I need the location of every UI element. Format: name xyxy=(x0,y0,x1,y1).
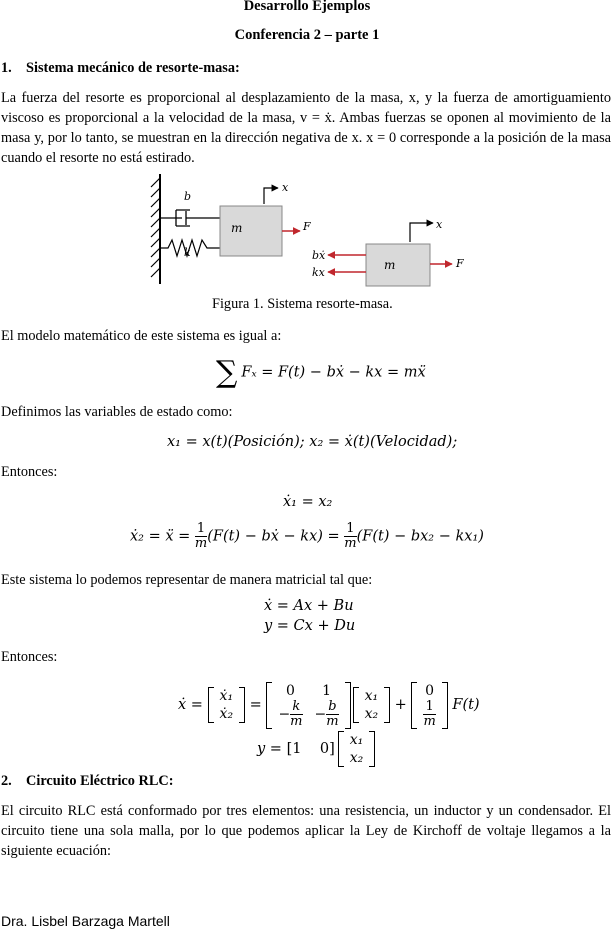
figure-caption: Figura 1. Sistema resorte-masa. xyxy=(212,296,393,312)
equation-sum-forces-text: Fₓ = F(t) − bẋ − kx = mẍ xyxy=(241,364,426,381)
paragraph-rlc: El circuito RLC está conformado por tres… xyxy=(1,803,611,859)
spring xyxy=(160,237,220,259)
equation-x1-dot: ẋ₁ = x₂ xyxy=(283,494,333,510)
mass-label: m xyxy=(231,221,242,235)
document-title: Desarrollo Ejemplos xyxy=(243,0,371,14)
equation-sum-forces: ∑ Fₓ = F(t) − bẋ − kx = mẍ xyxy=(216,355,426,390)
free-body-mass-label: m xyxy=(384,258,395,272)
spring-mass-figure: b k m x F m x bẋ kx F xyxy=(150,174,464,287)
text-state-vars: Definimos las variables de estado como: xyxy=(1,404,233,420)
footer-author: Dra. Lisbel Barzaga Martell xyxy=(1,913,170,929)
free-body-force-label: F xyxy=(455,257,464,270)
section-1-heading: 1. Sistema mecánico de resorte-masa: xyxy=(1,60,240,76)
wall xyxy=(150,174,161,284)
text-then-2: Entonces: xyxy=(1,649,58,665)
free-body-mass xyxy=(365,243,431,287)
spring-label: k xyxy=(184,246,191,259)
free-body-x-arrow xyxy=(409,219,434,242)
summation-symbol: ∑ xyxy=(216,355,238,390)
mass-block xyxy=(219,205,283,257)
equation-state-space-2: y = Cx + Du xyxy=(264,618,356,634)
x-axis-arrow xyxy=(263,184,279,204)
x-label: x xyxy=(282,181,289,194)
equation-state-space-1: ẋ = Ax + Bu xyxy=(264,598,354,614)
paragraph-spring-mass: La fuerza del resorte es proporcional al… xyxy=(1,90,611,166)
force-label: F xyxy=(302,220,311,233)
document-subtitle: Conferencia 2 – parte 1 xyxy=(234,27,380,43)
equation-state-vars: x₁ = x(t)(Posición); x₂ = ẋ(t)(Velocidad… xyxy=(167,434,458,450)
text-matrix-intro: Este sistema lo podemos representar de m… xyxy=(1,572,373,588)
free-body-x-label: x xyxy=(436,218,443,231)
section-2-heading: 2. Circuito Eléctrico RLC: xyxy=(1,773,174,789)
damper-label: b xyxy=(184,190,191,203)
spring-force-label: kx xyxy=(312,266,326,279)
damper xyxy=(160,209,220,227)
text-then-1: Entonces: xyxy=(1,464,58,480)
damping-force-label: bẋ xyxy=(312,249,326,262)
text-model-intro: El modelo matemático de este sistema es … xyxy=(1,328,282,344)
